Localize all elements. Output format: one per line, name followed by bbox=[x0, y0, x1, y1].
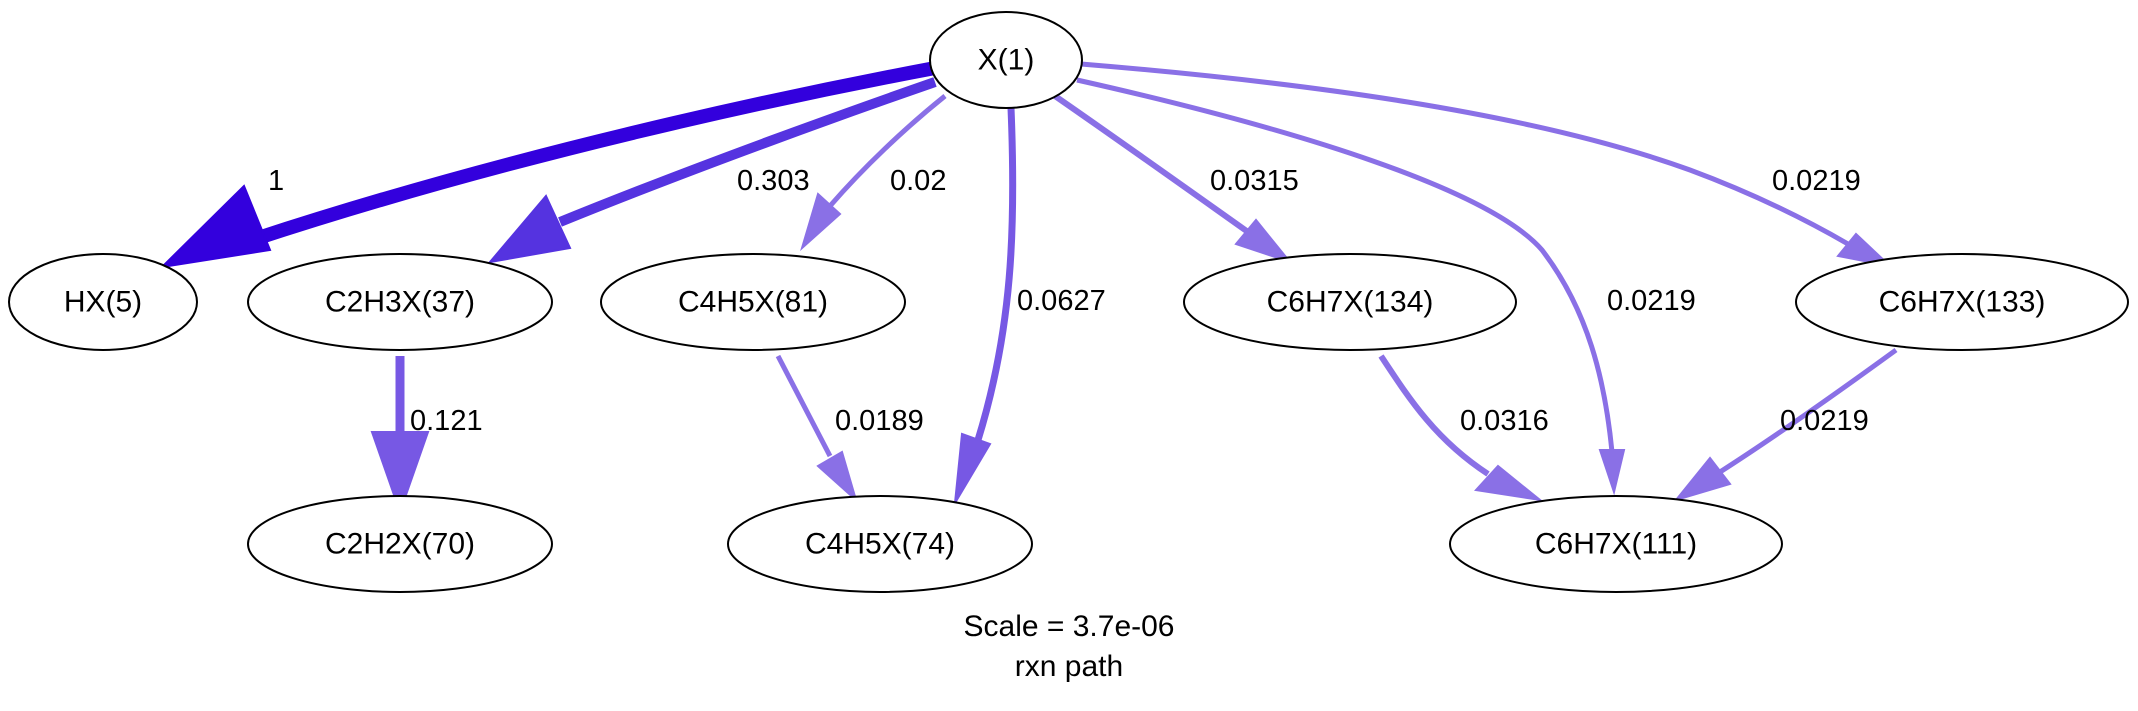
node-x1-ellipse bbox=[929, 11, 1083, 109]
diagram-title: rxn path bbox=[1015, 650, 1123, 683]
node-c4h5x74-ellipse bbox=[727, 495, 1033, 593]
edge-x1-c2h3x37 bbox=[487, 77, 937, 264]
node-hx5-label: HX(5) bbox=[64, 286, 142, 319]
edge-label-c2h3x37-c2h2x70: 0.121 bbox=[410, 405, 483, 437]
node-x1[interactable]: X(1) bbox=[929, 11, 1083, 109]
node-x1-label: X(1) bbox=[978, 44, 1035, 77]
node-c2h3x37-ellipse bbox=[247, 253, 553, 351]
node-c2h2x70-ellipse bbox=[247, 495, 553, 593]
node-c4h5x81[interactable]: C4H5X(81) bbox=[600, 253, 906, 351]
node-c2h2x70-label: C2H2X(70) bbox=[325, 528, 475, 561]
node-c6h7x134-ellipse bbox=[1183, 253, 1517, 351]
node-c6h7x111-label: C6H7X(111) bbox=[1535, 528, 1697, 561]
edge-label-x1-c4h5x81: 0.02 bbox=[890, 165, 946, 197]
edge-c6h7x134-c6h7x111 bbox=[1378, 354, 1544, 502]
edge-c2h3x37-c2h2x70 bbox=[370, 356, 430, 516]
node-c6h7x133-ellipse bbox=[1795, 253, 2129, 351]
edge-x1-c6h7x111 bbox=[1076, 77, 1626, 496]
edge-label-c6h7x134-c6h7x111: 0.0316 bbox=[1460, 405, 1549, 437]
edge-x1-c6h7x133 bbox=[1080, 61, 1894, 268]
edge-label-x1-hx5: 1 bbox=[268, 165, 284, 197]
edge-label-x1-c6h7x134: 0.0315 bbox=[1210, 165, 1299, 197]
node-c4h5x74-label: C4H5X(74) bbox=[805, 528, 955, 561]
node-c4h5x81-label: C4H5X(81) bbox=[678, 286, 828, 319]
node-c6h7x111-ellipse bbox=[1449, 495, 1783, 593]
node-c2h3x37-label: C2H3X(37) bbox=[325, 286, 475, 319]
edge-x1-hx5 bbox=[159, 61, 937, 269]
edge-x1-c4h5x74 bbox=[954, 107, 1017, 504]
node-c4h5x74[interactable]: C4H5X(74) bbox=[727, 495, 1033, 593]
edge-label-c4h5x81-c4h5x74: 0.0189 bbox=[835, 405, 924, 437]
node-c2h2x70[interactable]: C2H2X(70) bbox=[247, 495, 553, 593]
edge-x1-c4h5x81 bbox=[800, 94, 947, 252]
node-hx5[interactable]: HX(5) bbox=[8, 253, 198, 351]
node-c6h7x133-label: C6H7X(133) bbox=[1879, 286, 2046, 319]
edge-c6h7x133-c6h7x111 bbox=[1673, 347, 1898, 502]
node-hx5-ellipse bbox=[8, 253, 198, 351]
edge-label-x1-c4h5x74: 0.0627 bbox=[1017, 285, 1106, 317]
node-c6h7x134[interactable]: C6H7X(134) bbox=[1183, 253, 1517, 351]
node-c2h3x37[interactable]: C2H3X(37) bbox=[247, 253, 553, 351]
edge-label-c6h7x133-c6h7x111: 0.0219 bbox=[1780, 405, 1869, 437]
scale-caption: Scale = 3.7e-06 bbox=[964, 610, 1175, 643]
node-c6h7x133[interactable]: C6H7X(133) bbox=[1795, 253, 2129, 351]
edge-label-x1-c6h7x133: 0.0219 bbox=[1772, 165, 1861, 197]
edge-x1-c6h7x134 bbox=[1053, 93, 1293, 265]
node-c6h7x134-label: C6H7X(134) bbox=[1267, 286, 1434, 319]
node-c4h5x81-ellipse bbox=[600, 253, 906, 351]
edge-label-x1-c2h3x37: 0.303 bbox=[737, 165, 810, 197]
edge-label-x1-c6h7x111: 0.0219 bbox=[1607, 285, 1696, 317]
node-c6h7x111[interactable]: C6H7X(111) bbox=[1449, 495, 1783, 593]
edge-c4h5x81-c4h5x74 bbox=[775, 354, 858, 504]
